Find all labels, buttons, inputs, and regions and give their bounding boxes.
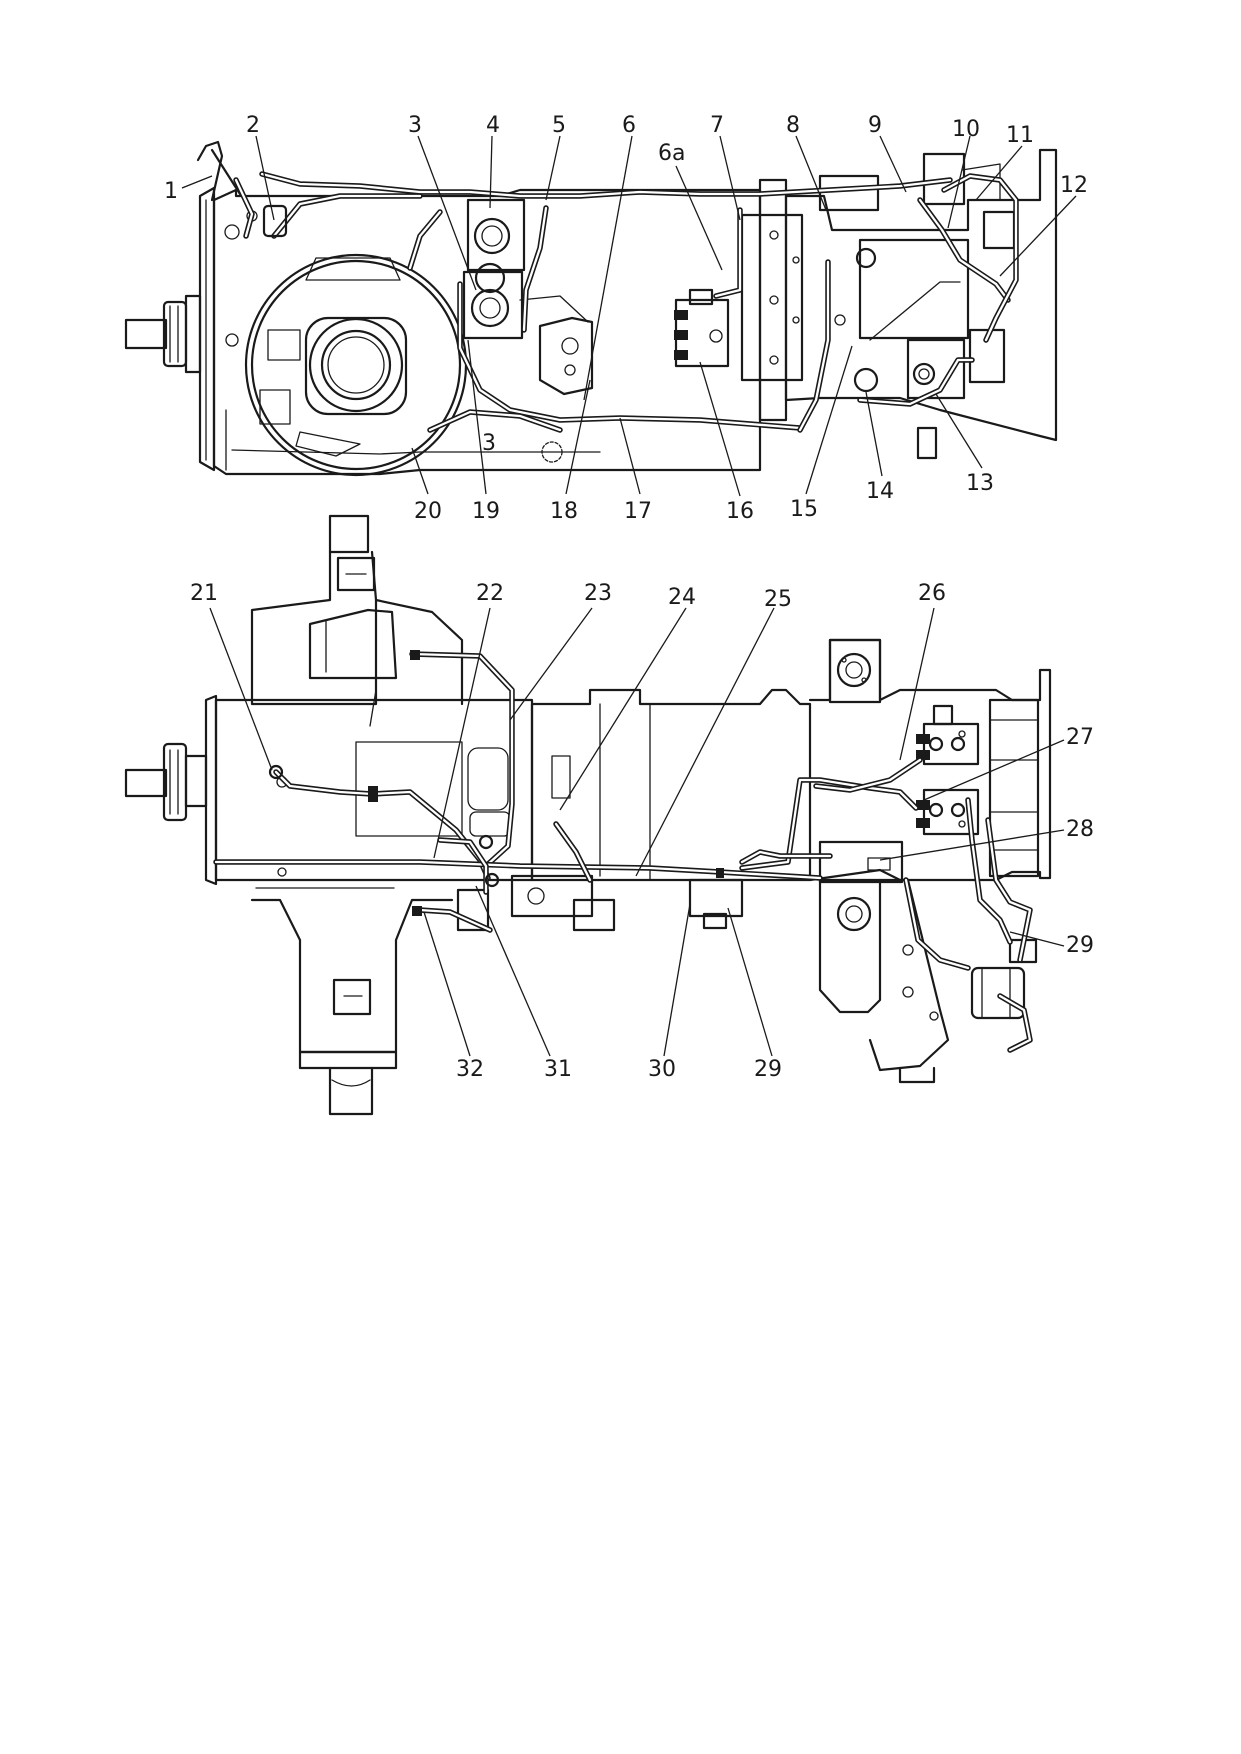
top-callouts: 1 2 3 4 5 6 6a 7 8 9 10 11 12 13 14 15 1… xyxy=(164,113,1088,524)
callout-26: 26 xyxy=(918,581,946,606)
top-pipes xyxy=(233,171,1019,433)
callout-8: 8 xyxy=(786,113,800,138)
callout-19: 19 xyxy=(472,499,500,524)
callout-6a: 6a xyxy=(658,141,685,166)
callout-11: 11 xyxy=(1006,123,1034,148)
callout-16: 16 xyxy=(726,499,754,524)
callout-28: 28 xyxy=(1066,817,1094,842)
callout-27: 27 xyxy=(1066,725,1094,750)
callout-29-right: 29 xyxy=(1066,933,1094,958)
callout-29-bottom: 29 xyxy=(754,1057,782,1082)
callout-4: 4 xyxy=(486,113,500,138)
callout-20: 20 xyxy=(414,499,442,524)
callout-24: 24 xyxy=(668,585,696,610)
callout-21: 21 xyxy=(190,581,218,606)
callout-25: 25 xyxy=(764,587,792,612)
callout-9: 9 xyxy=(868,113,882,138)
bottom-pipes xyxy=(213,651,1033,1053)
callout-10: 10 xyxy=(952,117,980,142)
callout-30: 30 xyxy=(648,1057,676,1082)
callout-31: 31 xyxy=(544,1057,572,1082)
filter-block xyxy=(462,198,526,340)
inner-mark: 3 xyxy=(482,431,496,456)
callout-15: 15 xyxy=(790,497,818,522)
callout-6: 6 xyxy=(622,113,636,138)
callout-23: 23 xyxy=(584,581,612,606)
callout-7: 7 xyxy=(710,113,724,138)
valve-block-16 xyxy=(674,288,730,368)
callout-22: 22 xyxy=(476,581,504,606)
clutch-housing xyxy=(244,253,468,477)
front-flange xyxy=(124,294,202,374)
callout-1: 1 xyxy=(164,179,178,204)
bottom-view-drawing xyxy=(124,514,1052,1116)
top-view-drawing: 3 xyxy=(124,140,1058,477)
callout-18: 18 xyxy=(550,499,578,524)
callout-3: 3 xyxy=(408,113,422,138)
callout-14: 14 xyxy=(866,479,894,504)
callout-5: 5 xyxy=(552,113,566,138)
callout-12: 12 xyxy=(1060,173,1088,198)
callout-13: 13 xyxy=(966,471,994,496)
bottom-callouts: 21 22 23 24 25 26 27 28 29 29 30 31 32 xyxy=(190,581,1094,1082)
callout-32: 32 xyxy=(456,1057,484,1082)
top-leader-lines xyxy=(181,135,1077,497)
callout-17: 17 xyxy=(624,499,652,524)
bottom-leader-lines xyxy=(209,607,1065,1057)
callout-2: 2 xyxy=(246,113,260,138)
valve-bank xyxy=(916,704,980,836)
